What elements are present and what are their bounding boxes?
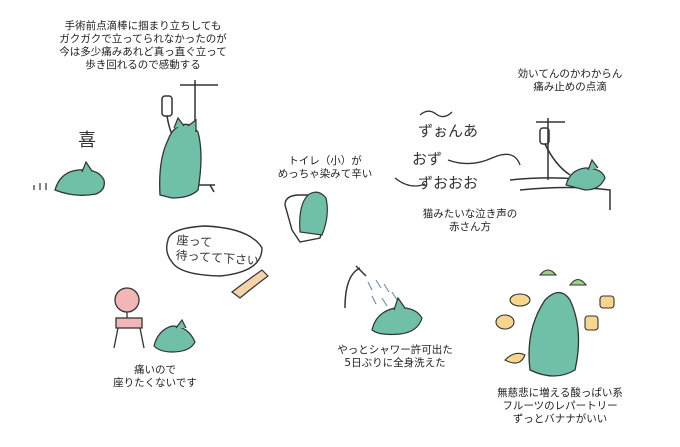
bed-scene (509, 118, 611, 210)
iv-bag-bed (539, 127, 550, 145)
caption-shower: やっとシャワー許可出た 5日ぶりに全身洗えた (337, 344, 453, 369)
cry-squiggles (394, 110, 521, 187)
character-toilet (299, 191, 328, 236)
character-fruits (528, 291, 580, 377)
character-sitting-ear (175, 318, 187, 329)
speech-bubble (165, 225, 263, 277)
nurse-hand (231, 269, 269, 299)
chair-seat (115, 317, 143, 329)
joy-text: 喜 (78, 130, 96, 151)
chair-back (114, 287, 140, 313)
caption-fruit: 無慈悲に増える酸っぱい系 フルーツのレパートリー ずっとバナナがいい (497, 387, 623, 425)
iv-tube-bed (544, 143, 571, 176)
character-ears (173, 116, 197, 132)
chair-legs (113, 312, 145, 349)
cry-text-3: ずおおお (418, 174, 479, 192)
caption-baby-cry: 猫みたいな泣き声の 赤さん方 (422, 208, 518, 233)
fruit-pieces (495, 293, 615, 364)
shower-drops (367, 279, 398, 307)
character-in-bed-ear (587, 158, 599, 171)
character-shower (371, 307, 423, 336)
shower-head (344, 265, 367, 309)
caption-painkiller: 効いてんのかわからん 痛み止めの点滴 (517, 68, 623, 93)
character-ear (81, 160, 93, 173)
melon-slices (538, 269, 588, 286)
character-standing (159, 123, 202, 199)
caption-iv-walk: 手術前点滴棒に掴まり立ちしても ガクガクで立ってられなかったのが 今は多少痛みあ… (59, 20, 227, 71)
caption-toilet: トイレ（小）が めっちゃ染みて辛い (277, 155, 373, 180)
iv-bag (161, 95, 173, 117)
caption-sit: 痛いので 座りたくないです (113, 364, 197, 389)
motion-lines (33, 183, 47, 190)
character-shower-ear (393, 296, 406, 311)
character-lying-joy (54, 169, 105, 196)
character-in-bed (565, 167, 606, 191)
character-sitting (153, 325, 196, 353)
cry-text-1: ずぉんあ (418, 122, 479, 140)
bubble-text: 座って 待ってて下さい (175, 233, 260, 268)
cry-text-2: おず (412, 150, 443, 168)
